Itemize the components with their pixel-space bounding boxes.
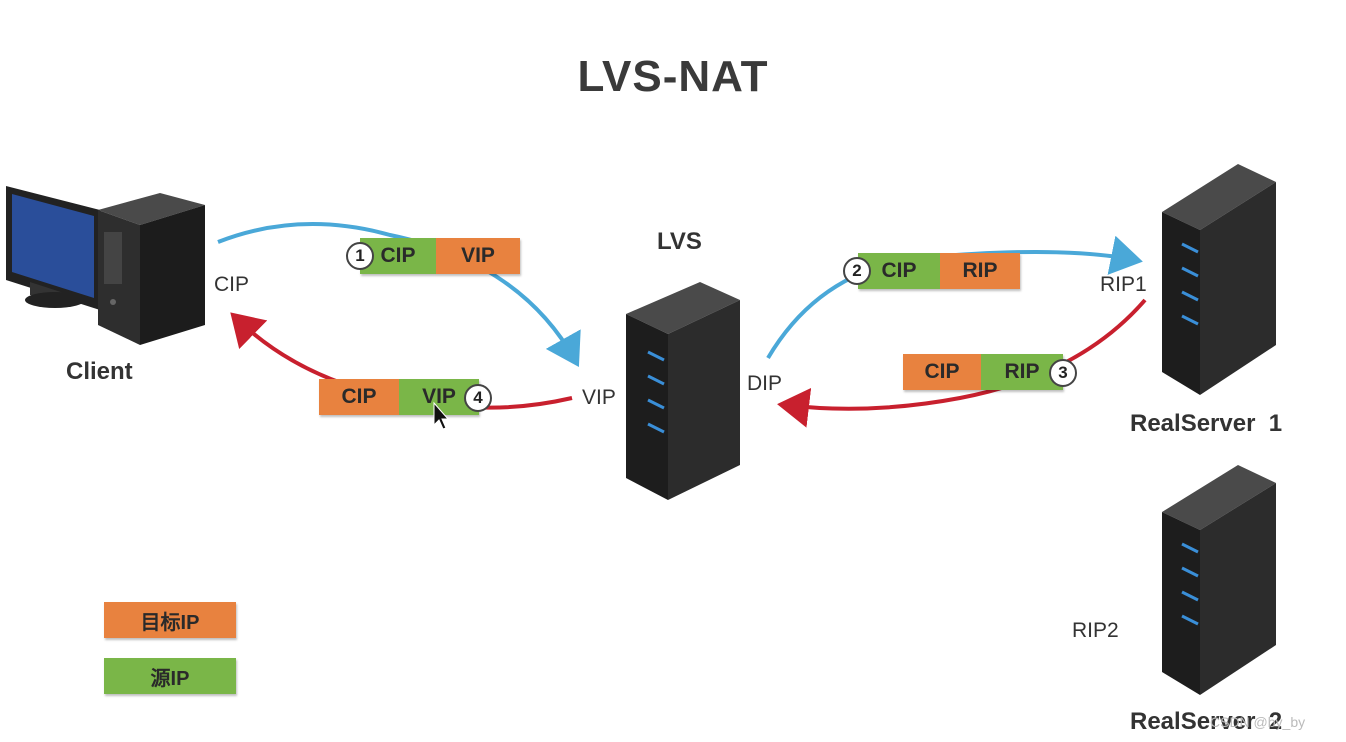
lvs-vip-label: VIP [582, 386, 616, 409]
request-arrow-client-to-lvs [217, 222, 581, 367]
packet-3-dst: CIP [903, 354, 981, 390]
client-cip-label: CIP [214, 273, 250, 296]
step-4-badge: 4 [464, 384, 492, 412]
diagram-title: LVS-NAT [577, 52, 769, 101]
lvs-label: LVS [657, 228, 702, 255]
realserver1-label: RealServer 1 [1130, 410, 1283, 437]
rs2-rip-label: RIP2 [1072, 619, 1119, 642]
watermark: CSDN @by_by [1210, 714, 1306, 730]
packet-4-dst: CIP [319, 379, 399, 415]
packet-1-dst: VIP [436, 238, 520, 274]
response-arrow-rs1-to-lvs [777, 298, 1147, 428]
packet-2: CIP RIP [858, 253, 1020, 289]
client-label: Client [66, 358, 133, 385]
packet-2-src: CIP [858, 253, 940, 289]
step-1-badge: 1 [346, 242, 374, 270]
lvs-dip-label: DIP [747, 372, 783, 395]
rs1-rip-label: RIP1 [1100, 273, 1147, 296]
step-2-badge: 2 [843, 257, 871, 285]
realserver2-label: RealServer 2 [1130, 708, 1283, 735]
legend-dest-ip: 目标IP [104, 602, 236, 638]
legend-src-ip: 源IP [104, 658, 236, 694]
packet-2-dst: RIP [940, 253, 1020, 289]
step-3-badge: 3 [1049, 359, 1077, 387]
